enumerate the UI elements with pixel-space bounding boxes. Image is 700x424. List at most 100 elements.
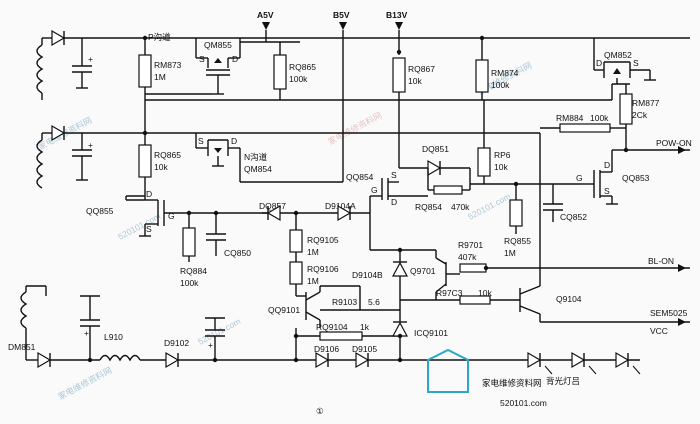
label-icq9101: ICQ9101 xyxy=(414,328,448,338)
plus-sign: + xyxy=(88,54,93,64)
transistor-qm852: QM852 D S xyxy=(593,38,656,100)
watermark-text: 家电维修资料网 xyxy=(326,110,383,147)
label-dq857: DQ857 xyxy=(259,201,286,211)
diode-icon xyxy=(337,204,352,222)
label-b13v: B13V xyxy=(386,10,408,20)
label-rq865-top: RQ865 xyxy=(289,62,316,72)
figure-number: ① xyxy=(316,406,324,416)
resistor-rq865-top: RQ865 100k xyxy=(273,42,316,100)
signal-pow-on: POW-ON xyxy=(623,138,692,154)
label-d9104b: D9104B xyxy=(352,270,383,280)
zener-diode-icon xyxy=(391,261,409,277)
capacitor-cq852: CQ852 xyxy=(543,184,587,222)
transistor-qm855: P沟道 QM855 S D xyxy=(148,32,241,95)
transistor-q9104: Q9104 SEM5025 VCC xyxy=(519,133,690,336)
diodes-d9104a-dq857: DQ857 D9104A xyxy=(259,201,356,222)
label-rm873: RM873 xyxy=(154,60,182,70)
label-rm877-value: 2Ck xyxy=(632,110,648,120)
resistor-rq855: RQ855 1M xyxy=(504,184,531,258)
label-rm884-value: 100k xyxy=(590,113,609,123)
label-q9104: Q9104 xyxy=(556,294,582,304)
label-a5v: A5V xyxy=(257,10,274,20)
watermark-text: 520101.com xyxy=(116,211,162,242)
resistor-rm874: RM874 100k xyxy=(475,35,519,100)
rail-b13v: B13V xyxy=(386,10,408,55)
label-qm852: QM852 xyxy=(604,50,632,60)
resistor-r9105: RQ9105 1M xyxy=(289,213,339,262)
rail-a5v: A5V xyxy=(240,10,300,43)
label-rp6: RP6 xyxy=(494,150,511,160)
label-vcc: VCC xyxy=(650,326,668,336)
label-rm873-value: 1M xyxy=(154,72,166,82)
transformer-coil-icon xyxy=(36,139,44,189)
label-d9104a: D9104A xyxy=(325,201,356,211)
plus-sign: + xyxy=(208,340,213,350)
label-rm884: RM884 xyxy=(556,113,584,123)
resistor-rq884: RQ884 100k xyxy=(180,210,207,288)
label-d9105: D9105 xyxy=(352,344,377,354)
label-rq855-value: 1M xyxy=(504,248,516,258)
label-rq867-value: 10k xyxy=(408,76,422,86)
label-rm877: RM877 xyxy=(632,98,660,108)
label-qq854: QQ854 xyxy=(346,172,374,182)
label-cq850: CQ850 xyxy=(224,248,251,258)
label-rq865-mid: RQ865 xyxy=(154,150,181,160)
label-d9102: D9102 xyxy=(164,338,189,348)
label-rq867: RQ867 xyxy=(408,64,435,74)
label-bl-on: BL-ON xyxy=(648,256,674,266)
label-rq884: RQ884 xyxy=(180,266,207,276)
resistor-rm877: RM877 2Ck xyxy=(619,84,660,150)
capacitor-cq850: CQ850 xyxy=(206,210,251,258)
label-qq855: QQ855 xyxy=(86,206,114,216)
resistor-r9103: R9103 5.6 xyxy=(320,286,400,311)
label-r9703: R97C3 xyxy=(436,288,463,298)
corner-brand-text: 家电维修资料网 xyxy=(482,378,542,388)
watermark-text: 520101.com xyxy=(466,191,512,222)
label-r9701: R9701 xyxy=(458,240,483,250)
label-r9105: RQ9105 xyxy=(307,235,339,245)
label-rq854: RQ854 xyxy=(415,202,442,212)
label-r9104: RQ9104 xyxy=(316,322,348,332)
label-pin-s: S xyxy=(198,136,204,146)
diode-icon xyxy=(355,351,370,369)
label-qm854: QM854 xyxy=(244,164,272,174)
label-qq853: QQ853 xyxy=(622,173,650,183)
label-rq884-value: 100k xyxy=(180,278,199,288)
label-pin-d: D xyxy=(231,136,237,146)
label-p-channel: P沟道 xyxy=(148,32,171,42)
label-r9106: RQ9106 xyxy=(307,264,339,274)
led-icon xyxy=(615,351,630,369)
corner-url-text: 520101.com xyxy=(500,398,547,408)
rectifier-diode-icon xyxy=(51,124,66,142)
label-dm851: DM851 xyxy=(8,342,36,352)
input-section-middle: + xyxy=(36,100,540,189)
watermark-text: 520101.com xyxy=(196,316,242,347)
zener-icq9101: ICQ9101 xyxy=(391,300,448,360)
label-pin-s: S xyxy=(391,170,397,180)
label-rm874: RM874 xyxy=(491,68,519,78)
resistor-rp6: RP6 10k xyxy=(470,100,580,187)
label-pin-g: G xyxy=(576,173,583,183)
label-cq852: CQ852 xyxy=(560,212,587,222)
label-pin-d: D xyxy=(604,160,610,170)
label-qm855: QM855 xyxy=(204,40,232,50)
plus-sign: + xyxy=(84,328,89,338)
label-r9106-value: 1M xyxy=(307,276,319,286)
diode-icon xyxy=(37,351,52,369)
watermark-layer: 家电维修资料网 家电维修资料网 家电维修资料网 520101.com 52010… xyxy=(36,60,533,402)
resistor-rq867: RQ867 10k xyxy=(392,57,435,100)
label-dq851: DQ851 xyxy=(422,144,449,154)
rail-b5v: B5V xyxy=(333,10,350,182)
label-pin-d: D xyxy=(146,189,152,199)
resistor-r9104: RQ9104 1k xyxy=(293,322,400,341)
label-qq9101: QQ9101 xyxy=(268,305,300,315)
label-pin-g: G xyxy=(371,185,378,195)
resistor-rm873: RM873 1M xyxy=(138,35,212,95)
label-backlight: 背光灯吕 xyxy=(546,376,580,386)
label-pin-s: S xyxy=(633,58,639,68)
label-rq865-mid-value: 10k xyxy=(154,162,168,172)
resistor-rq865-mid: RQ865 10k xyxy=(138,130,181,196)
plus-sign: + xyxy=(88,140,93,150)
label-pin-d: D xyxy=(232,54,238,64)
